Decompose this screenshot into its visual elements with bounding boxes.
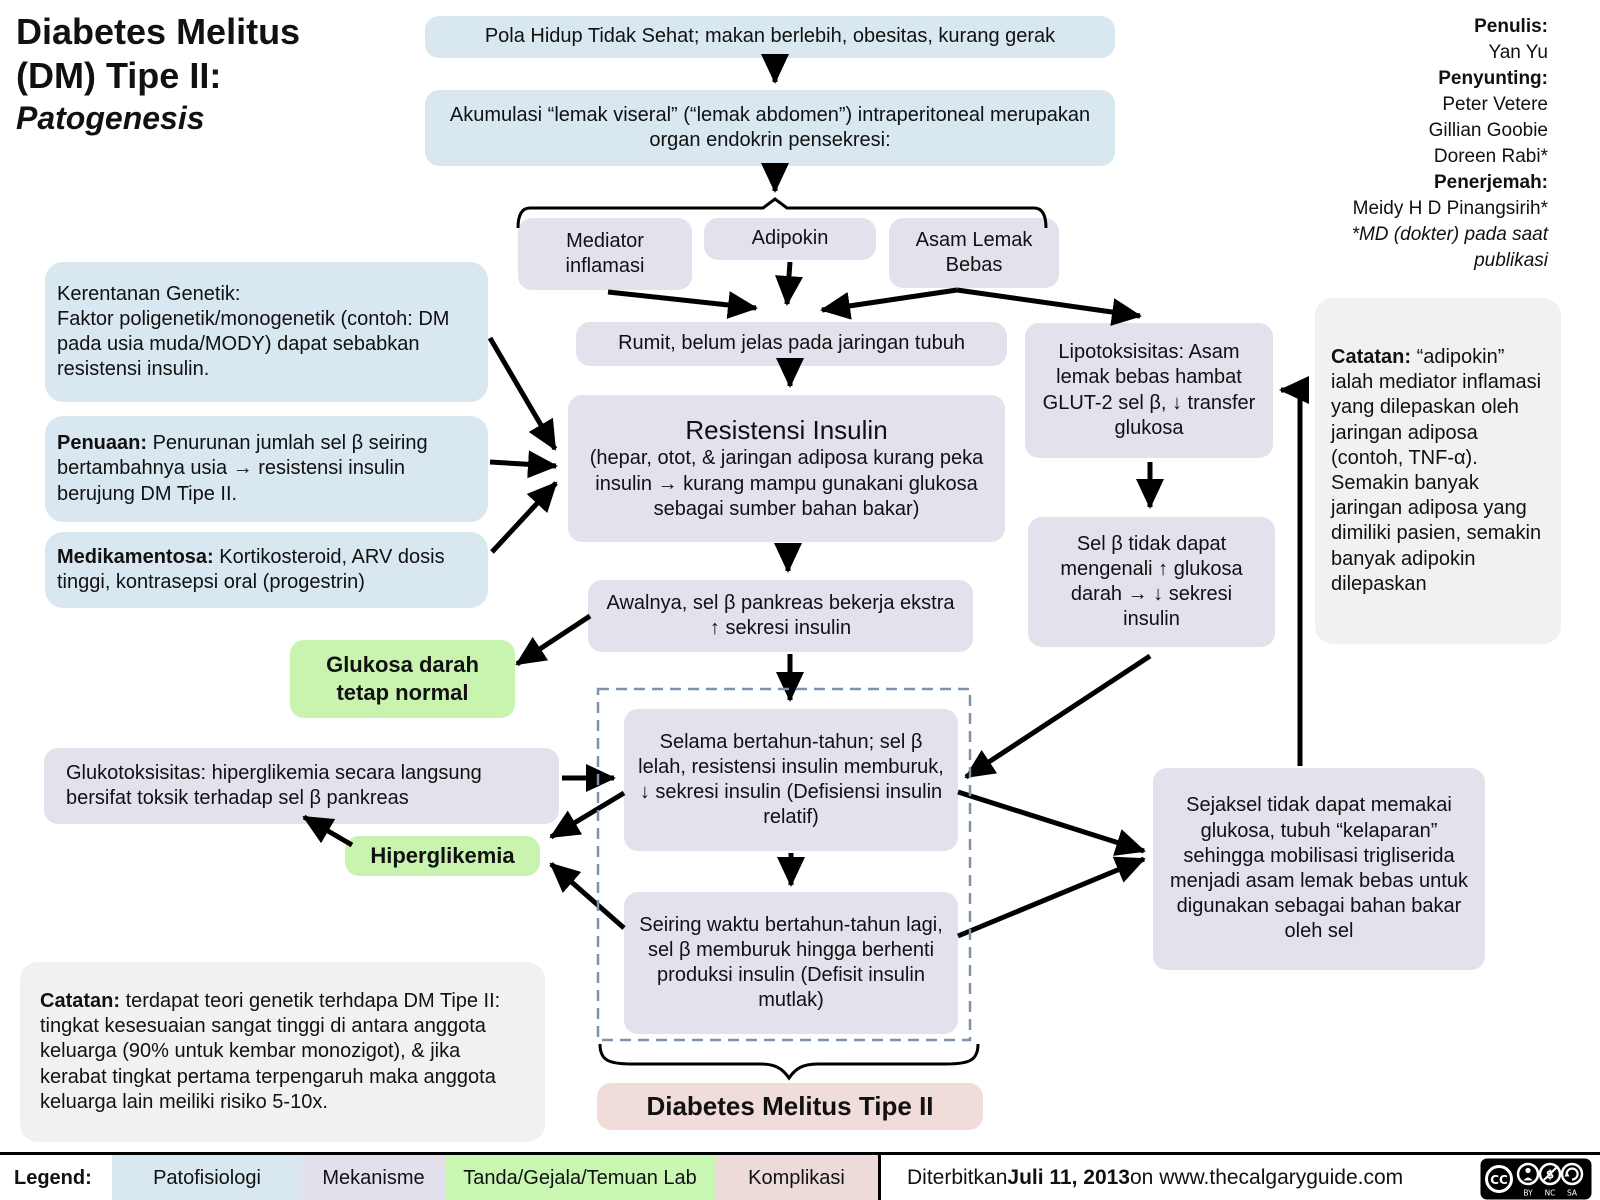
node-seiring-waktu: Seiring waktu bertahun-tahun lagi, sel β… [624,892,958,1034]
node-awalnya: Awalnya, sel β pankreas bekerja ekstra ↑… [588,580,973,652]
cc-sa-icon [1560,1162,1584,1186]
node-penuaan: Penuaan: Penurunan jumlah sel β seiring … [45,416,488,522]
node-sel-beta: Sel β tidak dapat mengenali ↑ glukosa da… [1028,517,1275,647]
legend-label: Legend: [14,1166,92,1189]
arrow-seiring-to-sejaksel [957,856,1146,939]
arrow-asam-to-lipotoksisitas [956,287,1142,326]
note-genetik: Catatan: terdapat teori genetik terhdapa… [20,962,545,1142]
arrow-awalnya-to-glukosa-normal [515,613,592,667]
resistensi-detail: (hepar, otot, & jaringan adiposa kurang … [589,447,984,520]
credits-editor-3: Doreen Rabi* [1433,146,1548,167]
credits-penulis-label: Penulis: [1474,16,1548,37]
credits-translator: Meidy H D Pinangsirih* [1352,198,1548,219]
title-subtitle: Patogenesis [16,99,205,136]
node-dm-tipe2: Diabetes Melitus Tipe II [597,1083,983,1130]
arrow-seiring-to-hiperglikemia [549,862,626,930]
node-akumulasi: Akumulasi “lemak viseral” (“lemak abdome… [425,90,1115,166]
legend-bar: Legend: Patofisiologi Mekanisme Tanda/Ge… [0,1152,1600,1200]
cc-icon [1485,1165,1513,1193]
credits-penerjemah-label: Penerjemah: [1433,172,1548,193]
kerentanan-text: Faktor poligenetik/monogenetik (contoh: … [57,307,450,381]
arrow-asam-to-rumit [820,287,958,320]
kerentanan-label: Kerentanan Genetik: [57,282,241,305]
cc-by-label: BY [1523,1189,1533,1198]
cc-nc-label: NC [1545,1189,1556,1198]
publish-prefix: Diterbitkan [907,1166,1008,1189]
node-glukosa-normal: Glukosa darah tetap normal [290,640,515,718]
node-glukotoksisitas: Glukotoksisitas: hiperglikemia secara la… [44,748,559,824]
node-hiperglikemia: Hiperglikemia [345,836,540,876]
note-genetik-label: Catatan: [40,990,121,1013]
cc-sa-label: SA [1567,1189,1578,1198]
medikamentosa-text: Kortikosteroid, ARV dosis tinggi, kontra… [57,545,445,593]
legend-item-mekanisme: Mekanisme [302,1155,445,1200]
note-adipokin-label: Catatan: [1331,346,1412,369]
resistensi-title: Resistensi Insulin [685,415,888,446]
medikamentosa-label: Medikamentosa: [57,545,214,568]
arrow-penuaan-to-resistensi [489,450,558,479]
credits-md-note: *MD (dokter) pada saat publikasi [1351,224,1548,271]
node-mediator-inflamasi: Mediator inflamasi [518,218,692,290]
credits-author: Yan Yu [1488,42,1548,63]
cc-by-icon [1516,1162,1540,1186]
penuaan-label: Penuaan: [57,432,148,455]
penuaan-text: Penurunan jumlah sel β seiring bertambah… [57,432,428,505]
node-lipotoksisitas: Lipotoksisitas: Asam lemak bebas hambat … [1025,323,1273,458]
brace-bottom [598,1043,980,1081]
publish-url: on www.thecalgaryguide.com [1130,1166,1404,1189]
credits-editor-1: Peter Vetere [1442,94,1548,115]
note-adipokin: Catatan: “adipokin” ialah mediator infla… [1315,298,1561,644]
legend-item-tanda-gejala: Tanda/Gejala/Temuan Lab [445,1155,715,1200]
publish-date: Juli 11, 2013 [1007,1166,1130,1189]
node-asam-lemak-bebas: Asam Lemak Bebas [889,218,1059,288]
arrow-selama-to-hiperglikemia [549,790,626,840]
cc-nc-icon [1538,1162,1562,1186]
node-resistensi-insulin: Resistensi Insulin (hepar, otot, & jarin… [568,395,1005,542]
arrow-kerentanan-to-resistensi [487,336,558,451]
legend-item-patofisiologi: Patofisiologi [112,1155,302,1200]
node-sejaksel: Sejaksel tidak dapat memakai glukosa, tu… [1153,768,1485,970]
arrow-sejaksel-to-lipotoksisitas [1278,375,1309,766]
credits-block: Penulis: Yan Yu Penyunting: Peter Vetere… [1298,14,1548,274]
arrow-medikamentosa-to-resistensi [490,481,558,554]
arrow-selbeta-to-selama [964,653,1152,780]
note-adipokin-text: “adipokin” ialah mediator inflamasi yang… [1331,346,1542,595]
publish-line: Diterbitkan Juli 11, 2013 on www.thecalg… [881,1155,1480,1200]
arrow-selama-to-sejaksel [957,789,1146,856]
legend-item-komplikasi: Komplikasi [715,1155,878,1200]
svg-text:CC: CC [1490,1173,1508,1187]
node-medikamentosa: Medikamentosa: Kortikosteroid, ARV dosis… [45,532,488,608]
node-rumit: Rumit, belum jelas pada jaringan tubuh [576,322,1007,366]
legend-divider [878,1155,881,1200]
node-pola-hidup: Pola Hidup Tidak Sehat; makan berlebih, … [425,16,1115,58]
note-genetik-text: terdapat teori genetik terhdapa DM Tipe … [40,990,501,1113]
title-line1: Diabetes Melitus [16,11,301,52]
credits-editor-2: Gillian Goobie [1428,120,1548,141]
arrow-adipokin-to-rumit [775,261,803,306]
node-kerentanan-genetik: Kerentanan Genetik: Faktor poligenetik/m… [45,262,488,402]
node-selama-bertahun: Selama bertahun-tahun; sel β lelah, resi… [624,709,958,851]
credits-penyunting-label: Penyunting: [1438,68,1548,89]
cc-license-badge: CC $ BY NC SA [1480,1158,1592,1200]
node-adipokin: Adipokin [704,218,876,260]
page-title: Diabetes Melitus (DM) Tipe II: Patogenes… [16,10,436,139]
arrow-mediator-to-rumit [607,289,758,319]
title-line2: (DM) Tipe II: [16,54,222,96]
